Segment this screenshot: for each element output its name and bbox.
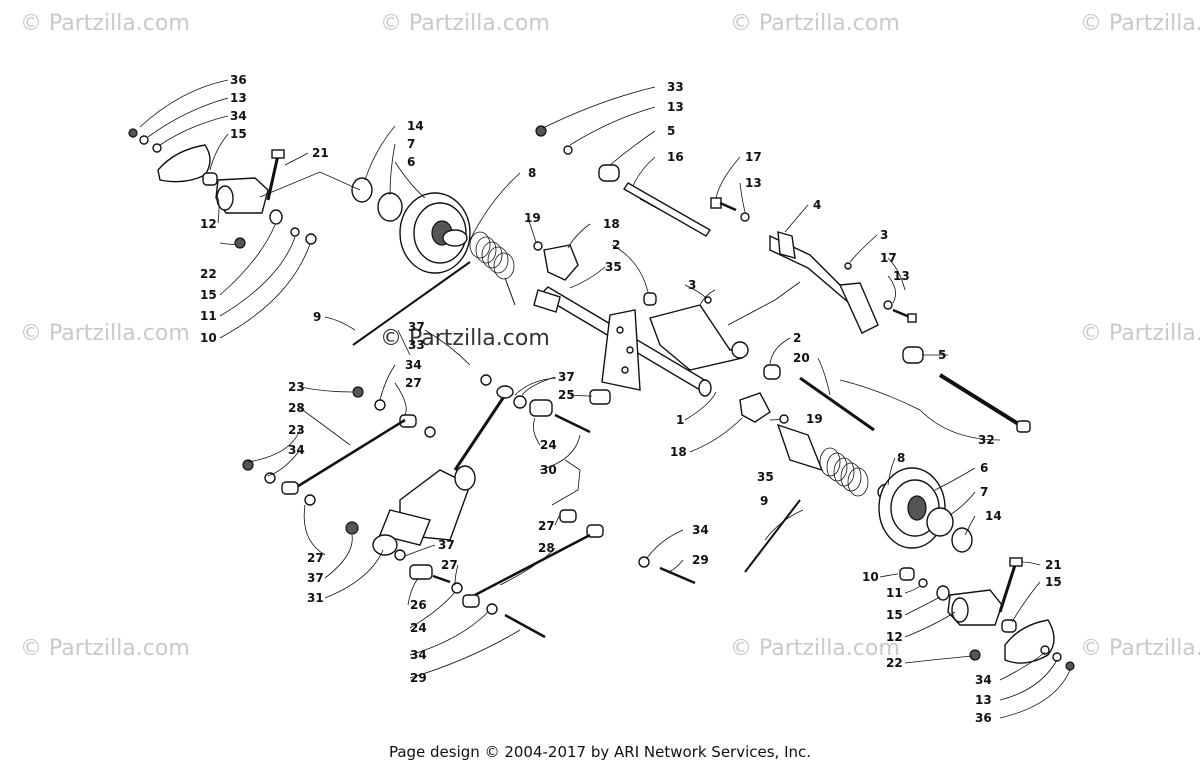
callout-21: 21	[1045, 558, 1062, 572]
callout-15: 15	[1045, 575, 1062, 589]
callout-15: 15	[200, 288, 217, 302]
callout-27: 27	[405, 376, 422, 390]
callout-16: 16	[667, 150, 684, 164]
callout-14: 14	[985, 509, 1002, 523]
callout-34: 34	[405, 358, 422, 372]
callout-3: 3	[688, 278, 696, 292]
shock-absorber	[372, 374, 514, 561]
center-axle-assembly	[513, 241, 973, 573]
callout-7: 7	[407, 137, 415, 151]
callout-30: 30	[540, 463, 557, 477]
callout-35: 35	[605, 260, 622, 274]
callout-13: 13	[230, 91, 247, 105]
watermark-text: © Partzilla.com	[20, 636, 190, 661]
rear-arm-assembly	[535, 125, 1031, 433]
callout-3: 3	[880, 228, 888, 242]
right-wheel-assembly	[899, 557, 1075, 671]
callout-27: 27	[538, 519, 555, 533]
callout-28: 28	[538, 541, 555, 555]
callout-26: 26	[410, 598, 427, 612]
callout-11: 11	[886, 586, 903, 600]
callout-labels: 36 13 34 15 21 14 7 6 12 22 15 11 10 8 9…	[200, 73, 1062, 725]
callout-36: 36	[230, 73, 247, 87]
watermark-text-center: © Partzilla.com	[380, 326, 550, 351]
callout-18: 18	[670, 445, 687, 459]
callout-12: 12	[886, 630, 903, 644]
watermark-text: © Partzilla.com	[1080, 321, 1200, 346]
callout-31: 31	[307, 591, 324, 605]
watermarks: © Partzilla.com © Partzilla.com © Partzi…	[20, 11, 1200, 661]
watermark-text: © Partzilla.com	[380, 11, 550, 36]
callout-20: 20	[793, 351, 810, 365]
callout-8: 8	[897, 451, 905, 465]
callout-35: 35	[757, 470, 774, 484]
callout-13: 13	[893, 269, 910, 283]
callout-8: 8	[528, 166, 536, 180]
callout-21: 21	[312, 146, 329, 160]
callout-1: 1	[676, 413, 684, 427]
callout-18: 18	[603, 217, 620, 231]
callout-14: 14	[407, 119, 424, 133]
watermark-text: © Partzilla.com	[730, 636, 900, 661]
callout-2: 2	[793, 331, 801, 345]
callout-13: 13	[745, 176, 762, 190]
callout-29: 29	[692, 553, 709, 567]
callout-2: 2	[612, 238, 620, 252]
callout-5: 5	[938, 348, 946, 362]
callout-27: 27	[441, 558, 458, 572]
watermark-text: © Partzilla.com	[1080, 636, 1200, 661]
callout-9: 9	[760, 494, 768, 508]
callout-25: 25	[558, 388, 575, 402]
callout-27: 27	[307, 551, 324, 565]
callout-34: 34	[975, 673, 992, 687]
watermark-text: © Partzilla.com	[20, 11, 190, 36]
watermark-text: © Partzilla.com	[1080, 11, 1200, 36]
callout-33: 33	[408, 338, 425, 352]
callout-24: 24	[410, 621, 427, 635]
callout-17: 17	[880, 251, 897, 265]
callout-34: 34	[288, 443, 305, 457]
watermark-text: © Partzilla.com	[730, 11, 900, 36]
callout-28: 28	[288, 401, 305, 415]
callout-19: 19	[806, 412, 823, 426]
callout-22: 22	[200, 267, 217, 281]
callout-29: 29	[410, 671, 427, 685]
callout-24: 24	[540, 438, 557, 452]
callout-37: 37	[408, 320, 425, 334]
footer-copyright: Page design © 2004-2017 by ARI Network S…	[388, 743, 812, 761]
callout-15: 15	[230, 127, 247, 141]
callout-17: 17	[745, 150, 762, 164]
callout-37: 37	[438, 538, 455, 552]
callout-19: 19	[524, 211, 541, 225]
callout-11: 11	[200, 309, 217, 323]
watermark-text: © Partzilla.com	[20, 321, 190, 346]
callout-5: 5	[667, 124, 675, 138]
callout-33: 33	[667, 80, 684, 94]
callout-23: 23	[288, 423, 305, 437]
callout-34: 34	[692, 523, 709, 537]
callout-32: 32	[978, 433, 995, 447]
callout-13: 13	[667, 100, 684, 114]
callout-36: 36	[975, 711, 992, 725]
callout-9: 9	[313, 310, 321, 324]
callout-37: 37	[307, 571, 324, 585]
callout-6: 6	[980, 461, 988, 475]
left-wheel-assembly	[128, 128, 516, 346]
callout-13: 13	[975, 693, 992, 707]
callout-37: 37	[558, 370, 575, 384]
callout-15: 15	[886, 608, 903, 622]
callout-12: 12	[200, 217, 217, 231]
callout-22: 22	[886, 656, 903, 670]
callout-34: 34	[230, 109, 247, 123]
callout-10: 10	[862, 570, 879, 584]
callout-34: 34	[410, 648, 427, 662]
callout-6: 6	[407, 155, 415, 169]
leader-lines	[139, 79, 1071, 719]
callout-10: 10	[200, 331, 217, 345]
link-rods	[242, 386, 696, 639]
callout-7: 7	[980, 485, 988, 499]
callout-23: 23	[288, 380, 305, 394]
callout-4: 4	[813, 198, 821, 212]
